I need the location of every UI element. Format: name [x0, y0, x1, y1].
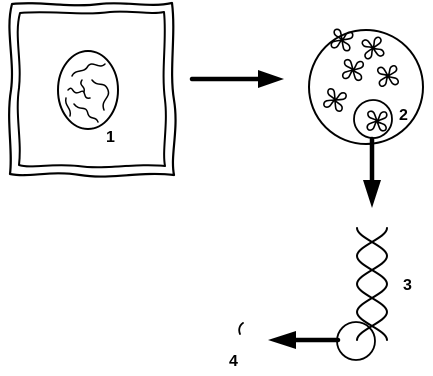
nucleus-outline	[308, 29, 424, 145]
helix-strand-a	[356, 227, 388, 341]
chromosome	[366, 110, 388, 132]
chromosome	[330, 28, 354, 52]
gene-fragment	[238, 322, 244, 335]
cell-wall-inner	[16, 10, 167, 169]
helix-strand-b	[356, 227, 388, 341]
arrow-to-nucleus	[189, 70, 284, 88]
arrow-to-dna	[363, 136, 381, 208]
chromosome	[376, 64, 400, 88]
gene-highlight	[336, 321, 376, 361]
dna-double-helix: 3	[336, 227, 412, 361]
gene-segment: 4	[229, 322, 244, 370]
chromosome	[341, 58, 365, 82]
chromosome-label: 2	[399, 107, 408, 124]
nucleus	[57, 50, 119, 130]
cell-wall-outer	[8, 1, 177, 178]
chromosome	[361, 36, 385, 60]
dna-helix-label: 3	[403, 277, 412, 294]
chromosome	[323, 88, 347, 112]
gene-label: 4	[229, 353, 238, 370]
plant-cell: 1	[8, 1, 177, 178]
nucleus-enlarged: 2	[308, 28, 424, 145]
arrow-to-gene	[268, 331, 341, 349]
chromosomes	[323, 28, 400, 132]
cell-nucleus-label: 1	[106, 129, 115, 146]
chromatin	[64, 63, 110, 123]
